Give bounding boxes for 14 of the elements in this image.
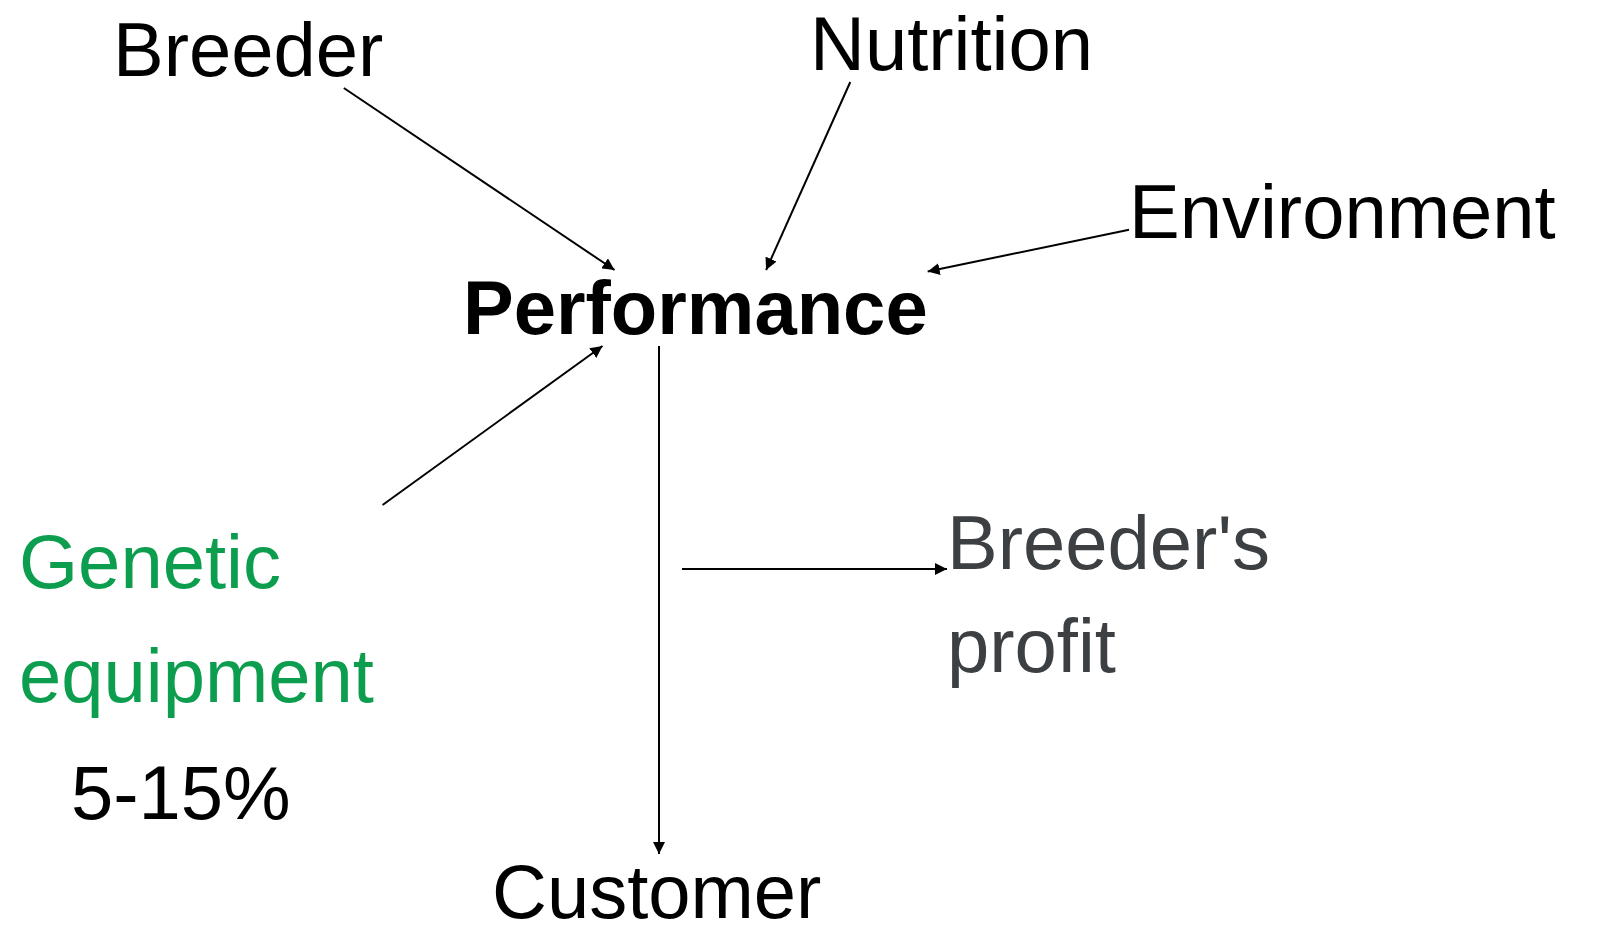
node-label: Environment bbox=[1129, 174, 1556, 250]
node-label: Breeder bbox=[113, 12, 384, 88]
arrow bbox=[381, 345, 604, 506]
arrow bbox=[342, 87, 616, 271]
node-label: Performance bbox=[463, 270, 928, 346]
arrow bbox=[765, 81, 852, 271]
node-label: Genetic equipment bbox=[19, 518, 375, 720]
node-label: Nutrition bbox=[810, 6, 1093, 82]
arrow bbox=[653, 345, 665, 855]
arrow bbox=[681, 563, 948, 575]
node-label: Breeder's profit bbox=[947, 492, 1327, 698]
node-label: Customer bbox=[492, 854, 822, 930]
percentage-label: 5-15% bbox=[71, 755, 291, 831]
arrow bbox=[926, 228, 1130, 275]
